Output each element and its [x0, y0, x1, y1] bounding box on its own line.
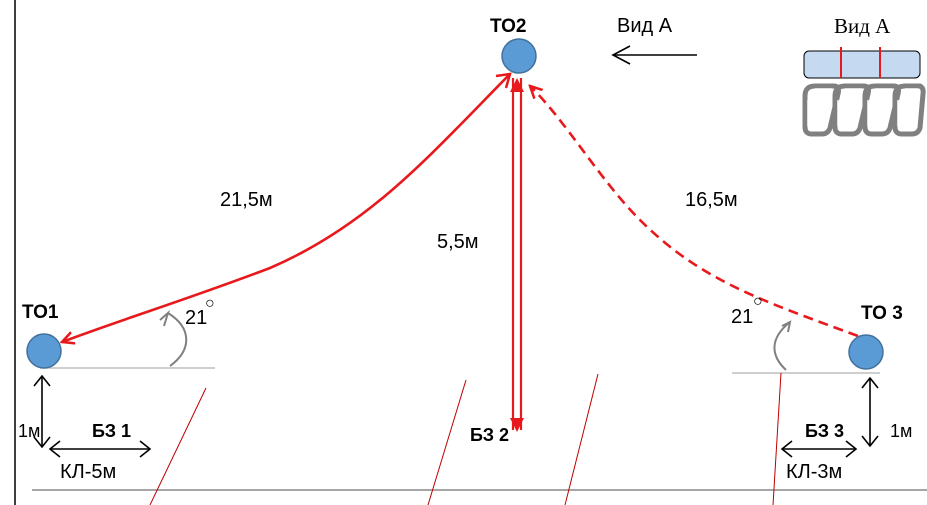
ground-hatches	[149, 372, 782, 505]
label-bz1: БЗ 1	[92, 421, 131, 441]
height-arrow-left-bottom	[33, 436, 51, 449]
rope-to2-to1	[62, 73, 511, 342]
angle-arc-left	[167, 312, 188, 367]
ground-hatch	[564, 373, 599, 505]
rope-to3-to2	[530, 86, 859, 338]
ground-hatch	[772, 372, 782, 505]
view-a-inset-title: Вид А	[834, 14, 891, 38]
node-to1	[26, 333, 62, 369]
label-to1: ТО1	[22, 302, 59, 323]
label-bz2: БЗ 2	[470, 425, 509, 445]
height-arrow-right-top	[861, 376, 879, 389]
height-arrow-left-top	[33, 374, 51, 387]
carabiner-icon	[892, 83, 926, 137]
label-bz3: БЗ 3	[805, 421, 844, 441]
height-arrow-right-bottom	[861, 435, 879, 448]
height-right-label: 1м	[890, 421, 912, 441]
rope-vertical-up-arrow	[510, 78, 524, 92]
kl-left-label: КЛ-5м	[60, 461, 116, 483]
label-to2: ТО2	[490, 16, 526, 37]
rope-vertical-down-arrow	[510, 418, 524, 432]
height-left-label: 1м	[18, 421, 40, 441]
angle-arc-right-head	[781, 320, 792, 333]
node-to2	[501, 38, 537, 74]
degree-left-icon: ○	[205, 295, 215, 312]
node-to3	[848, 334, 884, 370]
degree-right-icon: ○	[753, 293, 763, 310]
inset-bar	[803, 50, 921, 79]
view-a-arrow-label: Вид А	[617, 15, 673, 37]
kl-arrow-left-end	[139, 440, 152, 458]
angle-arc-right	[773, 321, 791, 371]
kl-right-label: КЛ-3м	[786, 461, 842, 483]
kl-arrow-right-end	[845, 440, 858, 458]
kl-arrow-left-start	[48, 440, 61, 458]
angle-arc-left-head	[159, 309, 170, 327]
view-a-inset	[802, 47, 926, 137]
distance-to2-bz2: 5,5м	[437, 231, 479, 253]
rope-to2-arrowhead	[495, 72, 512, 89]
view-a-arrow	[611, 45, 697, 65]
angle-right-value: 21	[731, 306, 753, 328]
ground-hatch	[427, 379, 467, 505]
kl-arrow-right-start	[780, 440, 793, 458]
angle-left-value: 21	[185, 307, 207, 329]
ground-hatch	[149, 387, 207, 505]
label-to3: ТО 3	[861, 303, 903, 324]
distance-to1-to2: 21,5м	[220, 189, 273, 211]
distance-to3-to2: 16,5м	[685, 189, 738, 211]
